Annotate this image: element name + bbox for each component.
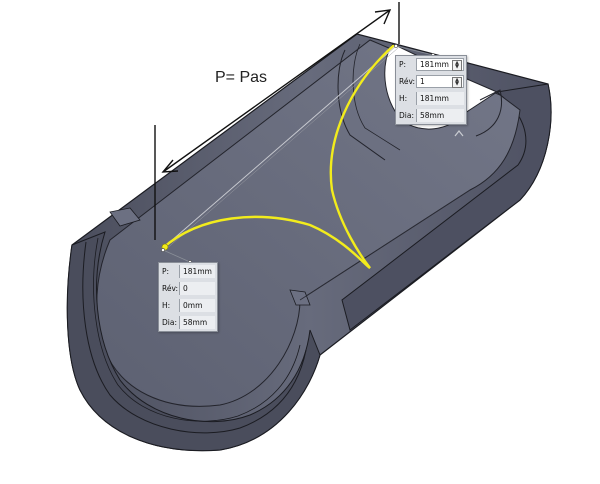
height-value: 181mm xyxy=(416,92,464,105)
pitch-value: 181mm xyxy=(179,265,215,278)
field-label: H: xyxy=(162,301,171,310)
callout-row-diameter: Dia: 58mm xyxy=(396,107,466,124)
helix-callout-bottom[interactable]: P: 181mm Rév: 0 H: 0mm Dia: 58mm xyxy=(158,262,218,332)
near-end-rim xyxy=(66,231,321,452)
field-label: Rév: xyxy=(399,77,416,86)
callout-row-height: H: 181mm xyxy=(396,90,466,107)
field-value: 1 xyxy=(420,77,425,86)
callout-row-revolutions: Rév: 1 ▲▼ xyxy=(396,73,466,90)
diameter-value: 58mm xyxy=(179,316,215,329)
pitch-arrow-line xyxy=(162,9,391,173)
pitch-input[interactable]: 181mm ▲▼ xyxy=(416,58,464,71)
helix-curve[interactable] xyxy=(161,44,395,270)
callout-row-revolutions: Rév: 0 xyxy=(159,280,217,297)
spin-arrows-icon[interactable]: ▲▼ xyxy=(452,77,462,88)
field-label: P: xyxy=(162,267,170,276)
callout-row-pitch: P: 181mm xyxy=(159,263,217,280)
field-label: P: xyxy=(399,60,407,69)
pitch-label: P= Pas xyxy=(215,69,268,86)
helix-callout-top[interactable]: P: 181mm ▲▼ Rév: 1 ▲▼ H: 181mm Dia: 58mm xyxy=(395,55,467,125)
callout-row-height: H: 0mm xyxy=(159,297,217,314)
revolutions-input[interactable]: 1 ▲▼ xyxy=(416,75,464,88)
field-label: Rév: xyxy=(162,284,179,293)
field-label: H: xyxy=(399,94,408,103)
right-wall[interactable] xyxy=(341,83,552,331)
revolutions-value: 0 xyxy=(179,282,215,295)
chevron-up-icon[interactable] xyxy=(454,130,464,137)
diameter-value: 58mm xyxy=(416,109,464,122)
field-value: 181mm xyxy=(420,60,449,69)
callout-row-diameter: Dia: 58mm xyxy=(159,314,217,331)
pitch-arrow-head-start xyxy=(161,159,179,173)
callout-row-pitch: P: 181mm ▲▼ xyxy=(396,56,466,73)
spin-arrows-icon[interactable]: ▲▼ xyxy=(452,60,462,71)
field-label: Dia: xyxy=(162,318,177,327)
height-value: 0mm xyxy=(179,299,215,312)
field-label: Dia: xyxy=(399,111,414,120)
pitch-arrow-head-end xyxy=(374,9,392,25)
helix-axis xyxy=(162,45,397,249)
